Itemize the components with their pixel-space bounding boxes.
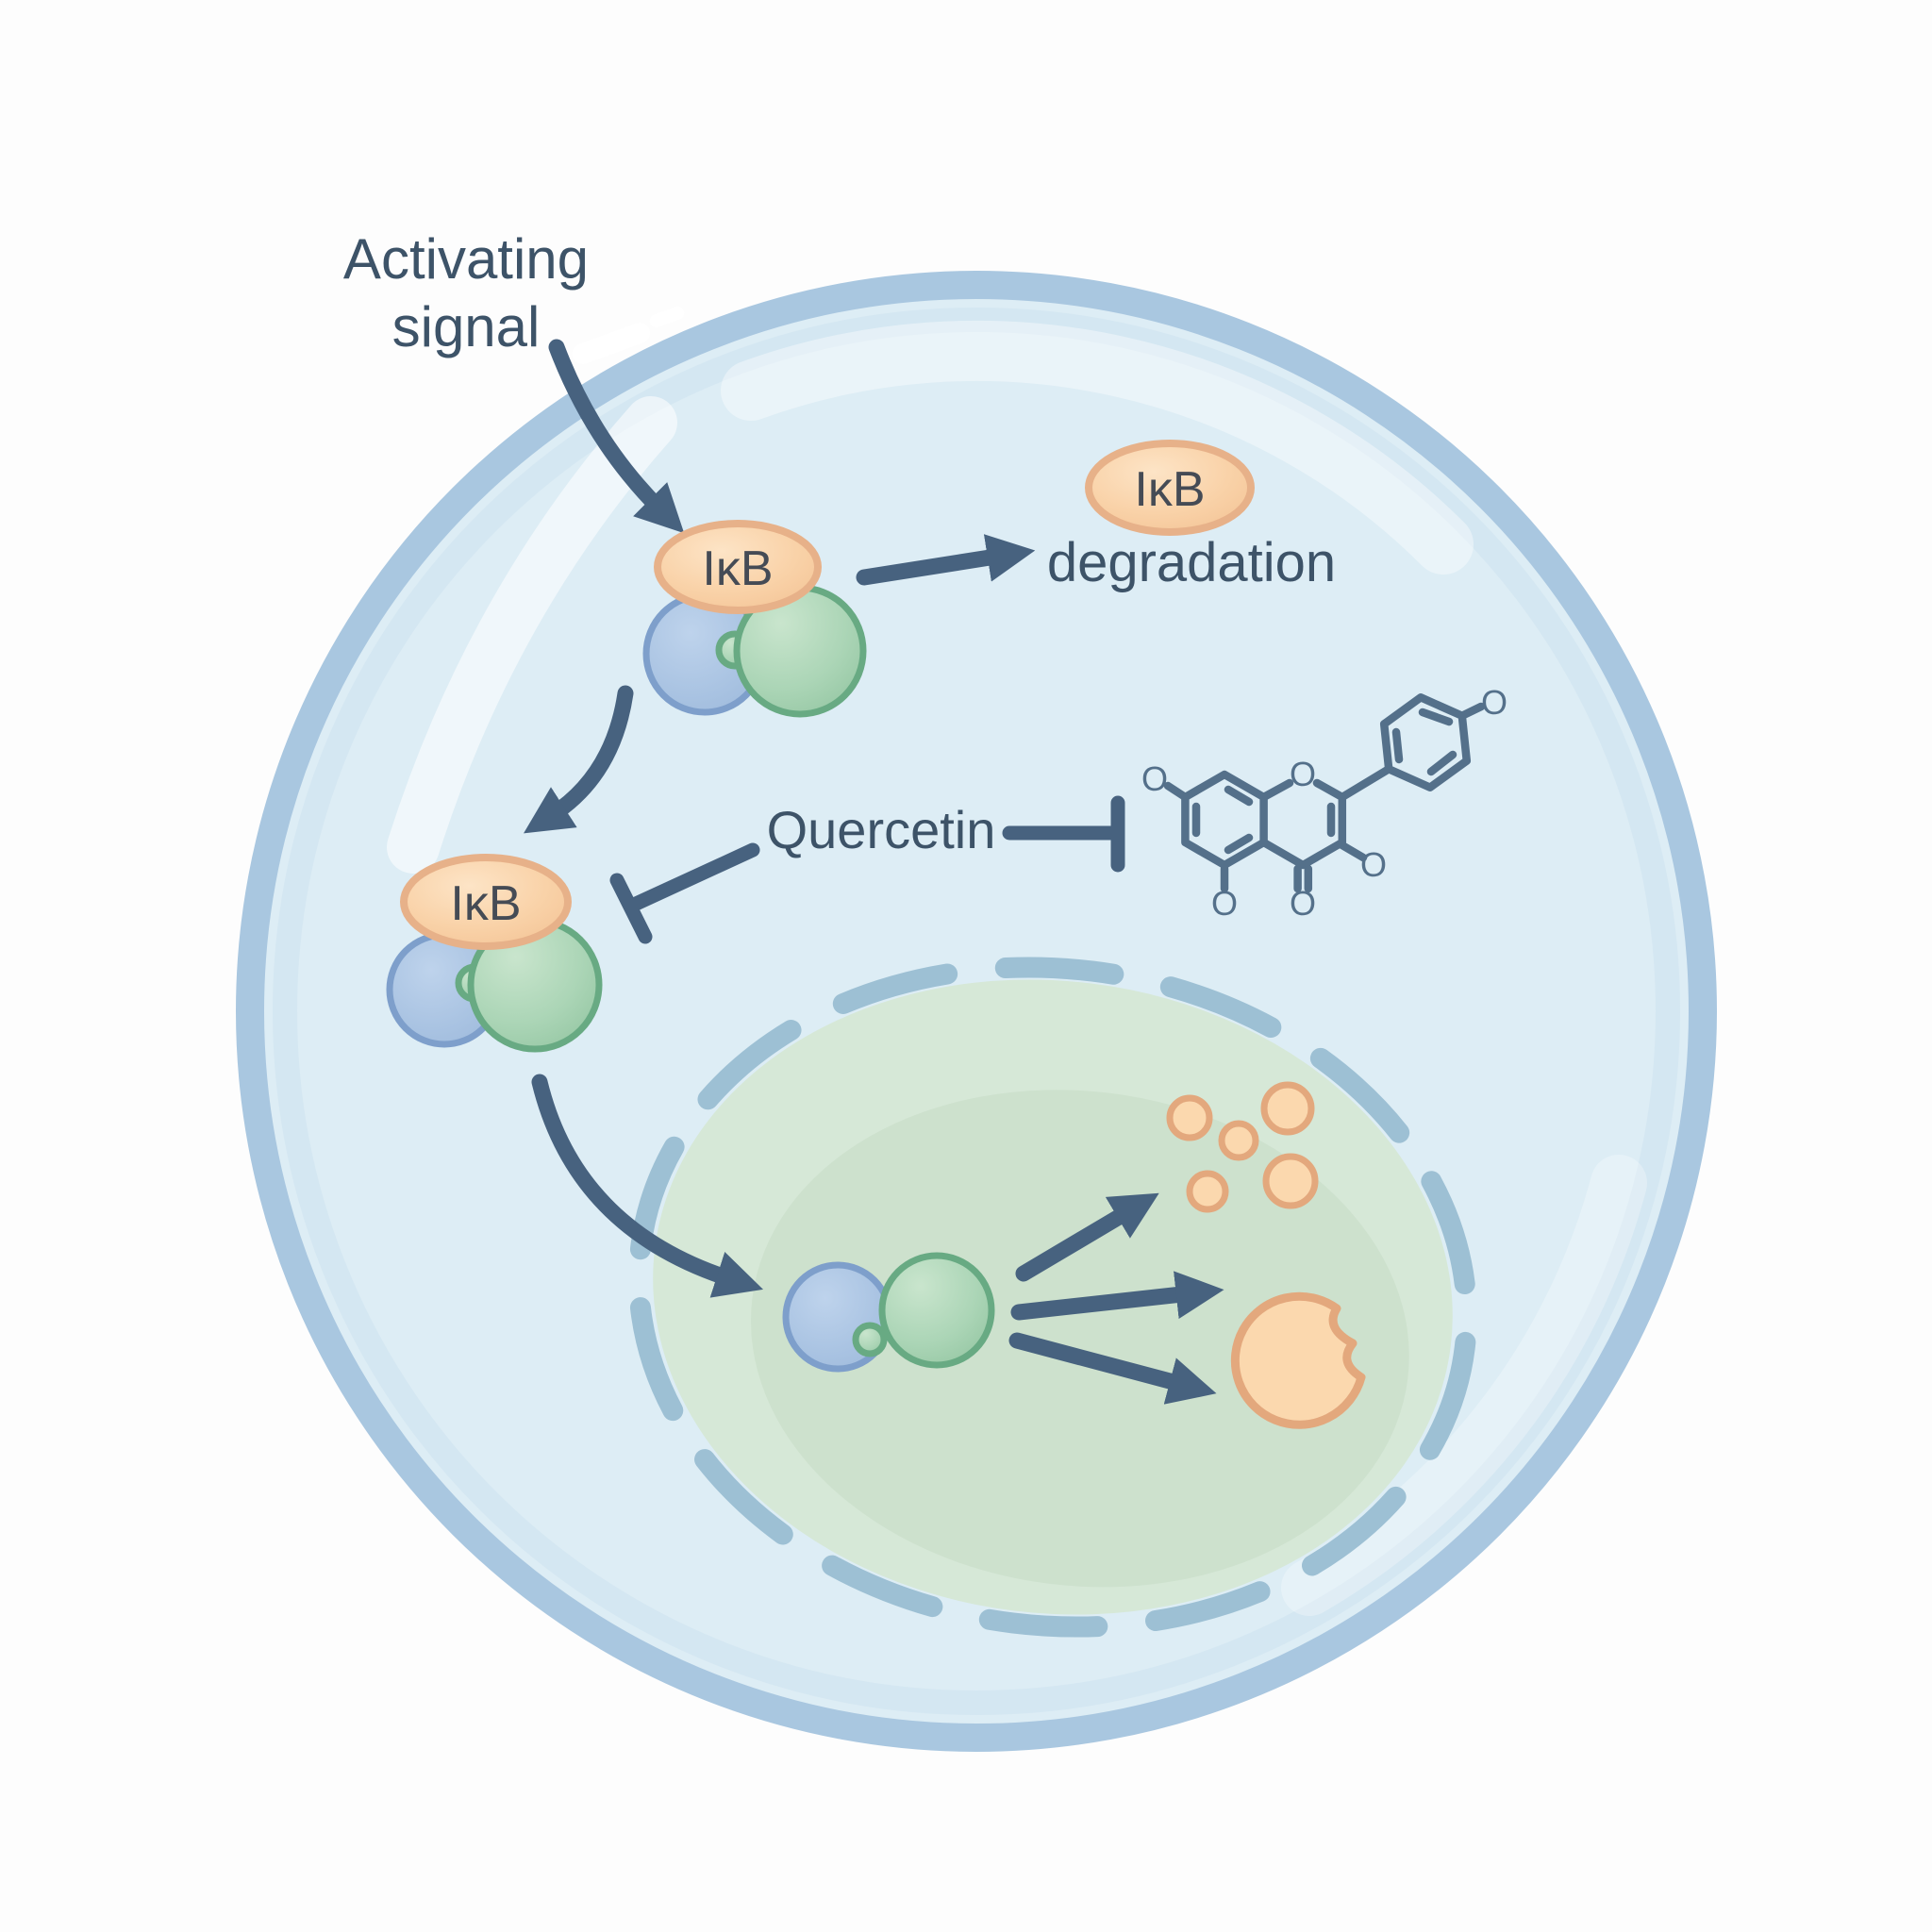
ikb-degradation-arrow <box>856 534 1036 586</box>
ikb-label: IκB <box>1134 462 1205 517</box>
ikb-protein-oval <box>400 854 572 950</box>
inhibition-line <box>626 842 760 912</box>
cytokine-dot <box>1262 1153 1319 1209</box>
gene-activation-arrow-3 <box>1008 1332 1217 1405</box>
glare-capsule-large <box>572 323 651 364</box>
phenyl-double-bond-lines <box>1391 708 1457 776</box>
cytokine-dot <box>1186 1170 1229 1213</box>
activating-signal-arrow <box>548 339 685 534</box>
gene-activation-arrow-2 <box>1010 1271 1224 1321</box>
nucleus-envelope-dashed <box>628 957 1477 1638</box>
activating-signal-label-line2: signal <box>392 295 541 358</box>
oxygen-label: O <box>1141 759 1168 798</box>
degradation-label: degradation <box>1047 532 1336 593</box>
membrane-highlight-top <box>721 320 1474 575</box>
subunit-knob <box>852 1322 888 1357</box>
ikb-protein-oval <box>654 520 822 614</box>
activating-signal-label-line1: Activating <box>343 227 589 291</box>
ring-link-bond <box>1338 764 1393 802</box>
oxygen-label: O <box>1360 845 1387 884</box>
nfkb-subunit-green <box>878 1252 995 1369</box>
quercetin-inhibition-of-complex <box>609 842 760 944</box>
substituent-bonds <box>1163 702 1486 893</box>
nfkb-ikb-complex-middle: IκB <box>386 854 603 1053</box>
cytokine-dot <box>1218 1120 1259 1161</box>
cytokine-dot <box>1260 1081 1315 1136</box>
double-bond-lines <box>1191 785 1336 855</box>
oxygen-label: O <box>1211 884 1238 923</box>
nucleus-inner-shade <box>751 1090 1409 1588</box>
ikb-degradation-badge: IκB degradation <box>1047 440 1336 593</box>
gene-activation-arrow-1 <box>1015 1192 1159 1282</box>
cytoplasm-highlight-streak <box>387 396 677 874</box>
quercetin-label: Quercetin <box>767 800 996 859</box>
enzyme-bitten-shape <box>1230 1291 1366 1429</box>
cytokine-dot <box>1166 1094 1213 1141</box>
nfkb-ikb-complex-top: IκB <box>642 520 867 718</box>
cytokine-dots <box>1166 1081 1319 1213</box>
glare-capsule-small <box>649 306 685 328</box>
ikb-label: IκB <box>702 541 773 596</box>
oxygen-label: O <box>1290 755 1316 793</box>
ikb-protein-oval <box>1085 440 1255 536</box>
complex-transition-arrow <box>524 685 634 834</box>
nuclear-translocation-arrow <box>531 1074 763 1298</box>
quercetin-structure-link <box>1002 795 1125 873</box>
nfkb-dimer-nuclear <box>782 1252 995 1373</box>
membrane-highlight-bottom <box>1281 1155 1647 1616</box>
membrane-inner-ring <box>273 308 1680 1715</box>
inhibition-cap-icon <box>609 873 653 944</box>
quercetin-structure: O O O O O O <box>1141 683 1507 923</box>
ikb-label: IκB <box>450 876 521 931</box>
oxygen-label: O <box>1290 884 1316 923</box>
oxygen-label: O <box>1481 683 1507 722</box>
